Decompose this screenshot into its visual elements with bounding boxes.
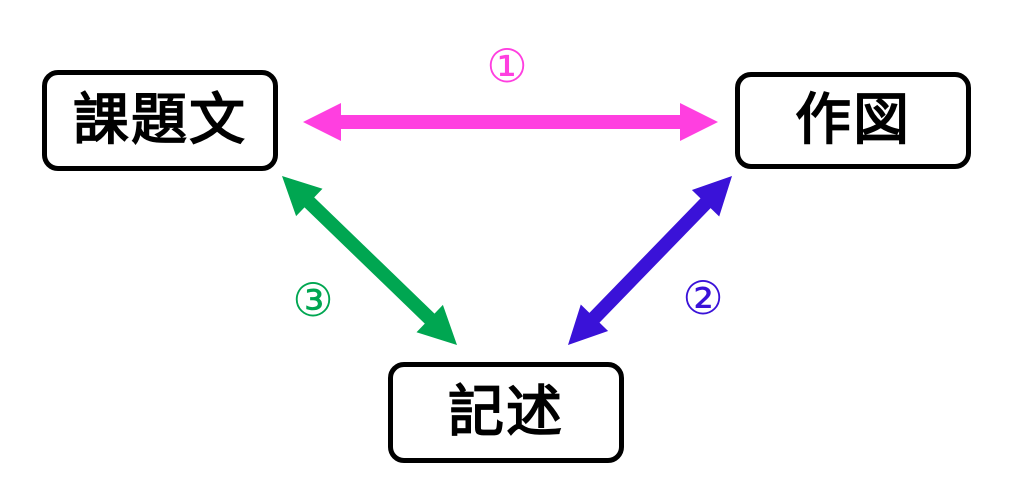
box-drawing-label: 作図 [795,87,911,153]
arrow-2-number-label: ② [682,271,724,325]
arrow-1-number-label: ① [486,39,528,93]
box-description-label: 記述 [448,379,564,445]
double-arrow-drawing-description [568,176,732,345]
double-arrow-prompt-description [282,176,457,345]
box-prompt-label: 課題文 [73,87,247,153]
box-description: 記述 [388,362,624,463]
double-arrow-prompt-drawing [303,103,718,141]
box-drawing: 作図 [735,72,971,169]
arrow-3-number-label: ③ [292,273,334,327]
box-prompt-text: 課題文 [42,70,278,171]
